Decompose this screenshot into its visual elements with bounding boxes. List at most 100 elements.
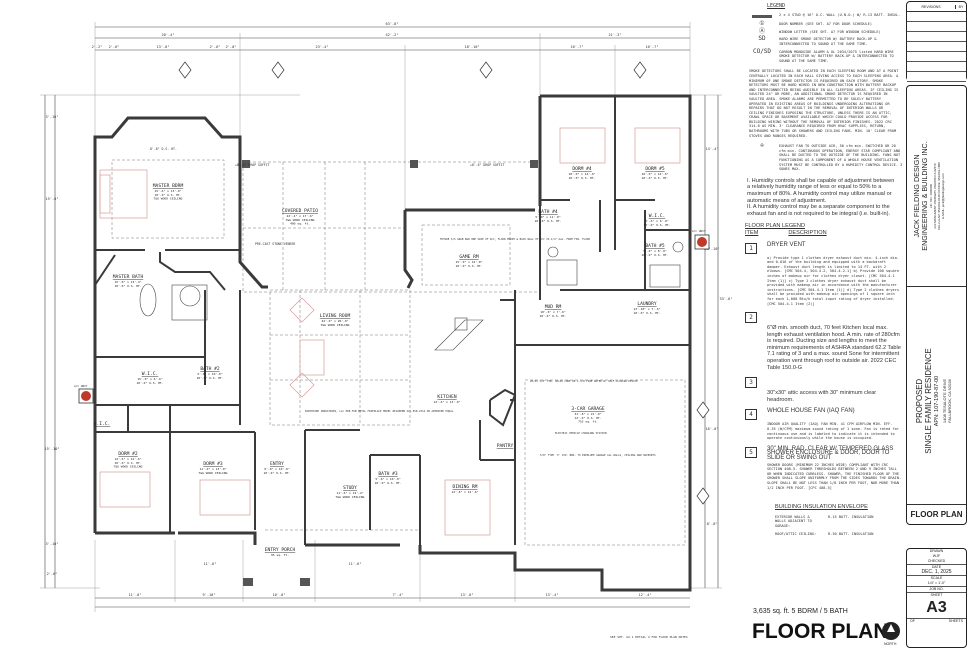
- room-detail: 10'-0" O.S. HT.: [263, 471, 290, 475]
- dimension-text: 42'-2": [386, 33, 399, 37]
- room-detail: 5'-0" x 11'-0": [535, 215, 560, 219]
- item-description: a) Provide type 1 clothes dryer exhaust …: [767, 255, 899, 306]
- room-detail: 6'-0" x 10'-0": [264, 467, 289, 471]
- room-detail: 10'-0" O.S. HT.: [643, 223, 670, 227]
- insulation-title: BUILDING INSULATION ENVELOPE: [775, 504, 868, 511]
- insulation-label: ROOF/ATTIC CEILING:: [775, 531, 817, 536]
- room-detail: 31'-8" x 21'-0": [574, 412, 601, 416]
- revisions-block: REVISIONS BY: [906, 1, 967, 82]
- room-detail: 15'-0" x 13'-4": [114, 280, 141, 284]
- description-column-header: DESCRIPTION: [788, 229, 827, 236]
- item-title: WHOLE HOUSE FAN (IAQ FAN): [767, 408, 855, 415]
- item-description: 30"x30" attic access with 30" minimum cl…: [767, 390, 877, 403]
- humidity-note-2: II. A humidity control may be a separate…: [747, 204, 891, 217]
- item-description: SHOWER DOORS (MINIMUM 22 INCHES WIDE) CO…: [767, 462, 902, 490]
- exterior-walls: [93, 94, 692, 592]
- furniture: [99, 127, 681, 536]
- dimension-text: 3'-10": [46, 115, 59, 119]
- item-description: 6"Ø min. smooth duct, 70 feet Kitchen lo…: [767, 325, 901, 371]
- item-description: INDOOR AIR QUALITY (IAQ) FAN MIN. 41 CFM…: [767, 422, 899, 441]
- dimension-text: 2'-6": [47, 572, 58, 576]
- dimension-text: 13'-4": [546, 593, 559, 597]
- dimension-text: 2'-0": [226, 45, 237, 49]
- room-label: STUDY: [343, 485, 357, 491]
- exhaust-fan-note: EXHAUST FAN TO OUTSIDE AIR, 50 cfm min. …: [779, 144, 903, 172]
- room-detail: 10'-0" O.S. HT.: [114, 461, 141, 465]
- room-detail: 10'-0" O.S. HT.: [154, 193, 181, 197]
- dimension-text: 14'-4": [706, 147, 719, 151]
- ev-charging-note: ELECTRIC VEHICLE CHARGING STATION: [555, 431, 607, 435]
- ac-unit-icons: [78, 234, 710, 404]
- room-label: DINING RM: [453, 484, 478, 490]
- stone-veneer-note: PRE-CAST STONE VENEER: [255, 242, 295, 246]
- sheet-number: A3: [926, 599, 947, 616]
- room-detail: T&G WOOD CEILING: [336, 495, 365, 499]
- drop-soffit-note-left: +8'-6" DROP SOFFIT: [235, 163, 270, 167]
- project-subtitle: SINGLE FAMILY RESIDENCE: [924, 348, 933, 454]
- room-label: MASTER BDRM: [153, 183, 184, 189]
- date-label: DATE: [931, 565, 942, 569]
- sheet-info-block: DRAWN WJF CHECKED DATE DEC. 1, 2025 SCAL…: [906, 548, 967, 648]
- sheets-label: SHEETS: [948, 619, 963, 623]
- ac-unit-label: A/C UNIT: [74, 384, 88, 388]
- room-detail: 400 sq. ft.: [290, 222, 310, 226]
- room-label: MUD RM: [545, 304, 562, 310]
- room-detail: 10'-0" O.S. HT.: [534, 219, 561, 223]
- room-detail: 15'-0" x 6'-6": [137, 377, 162, 381]
- dimension-text: 12'-4": [639, 593, 652, 597]
- room-label: KITCHEN: [437, 394, 457, 400]
- dimension-text: 16'-0": [706, 427, 719, 431]
- room-label: LIVING ROOM: [320, 313, 351, 319]
- interior-walls: [94, 96, 690, 545]
- legend-text: DOOR NUMBER (SEE SHT. A7 FOR DOOR SCHEDU…: [779, 22, 873, 27]
- room-label: BATH #3: [378, 471, 398, 477]
- room-detail: 10'-0" O.S. HT.: [641, 176, 668, 180]
- room-label: MASTER BATH: [113, 274, 144, 280]
- north-label: NORTH: [884, 642, 897, 646]
- firm-email: E-MAIL: jack@jfieldingdesign.com: [941, 173, 945, 219]
- insulation-label: EXTERIOR WALLS & WALLS ADJACENT TO GARAG…: [775, 514, 812, 528]
- room-detail: 10'-0" O.S. HT.: [568, 176, 595, 180]
- ac-unit-label: A/C UNIT: [692, 229, 706, 233]
- dimension-text: 2'-6": [109, 45, 120, 49]
- room-detail: 753 sq. ft.: [578, 420, 598, 424]
- room-detail: 15'-0" x 14'-8": [455, 260, 482, 264]
- room-label: W.I.C.: [142, 371, 159, 377]
- notes-panel: LEGEND 2 x 4 STUD @ 16" O.C. WALL (U.N.O…: [745, 0, 903, 600]
- legend-symbol-icon: SD: [758, 35, 766, 43]
- insulation-value: R-15 BATT. INSULATION: [828, 514, 874, 519]
- sheet-name: FLOOR PLAN: [907, 504, 966, 525]
- room-detail: 5'-0" x 10'-0": [197, 372, 222, 376]
- item-number: 4: [745, 409, 757, 421]
- firm-project-block: JACK FIELDING DESIGN ENGINEERING & BUILD…: [906, 85, 967, 525]
- dimension-lines: [40, 22, 722, 612]
- room-detail: 13'-10" x 7'-6": [633, 307, 660, 311]
- room-label: DORM #5: [645, 166, 665, 172]
- room-detail: 10'-0" O.S. HT.: [136, 381, 163, 385]
- room-label: LAUNDRY: [637, 301, 657, 307]
- room-detail: 5'-6" x 10'-0": [375, 477, 400, 481]
- of-label: OF: [910, 619, 915, 623]
- garage-door-note: 20/45 3/8" THK. SOLID CORE OR 1-3/8 FIRE…: [530, 379, 638, 383]
- room-detail: T&G WOOD CEILING: [286, 218, 315, 222]
- dimension-text: 10'-0": [273, 593, 286, 597]
- room-label: W.I.C.: [94, 421, 111, 427]
- room-label: DORM #3: [203, 461, 223, 467]
- section-markers: [178, 61, 710, 505]
- room-detail: 22'-4" x 17'-6": [286, 214, 313, 218]
- dimension-text: 23'-10": [704, 247, 719, 251]
- room-label: BATH #4: [538, 209, 558, 215]
- room-label: GAME RM: [459, 254, 479, 260]
- humidity-note-1: I. Humidity controls shall be capable of…: [747, 177, 895, 204]
- item-number: 3: [745, 377, 757, 389]
- firm-name-2: ENGINEERING & BUILDING INC.: [920, 141, 929, 251]
- sheet-label: SHEET: [930, 593, 943, 597]
- drawn-label: DRAWN: [929, 549, 944, 553]
- legend-symbol-icon: Ⓐ: [758, 27, 765, 35]
- project-title: PROPOSED: [915, 378, 924, 424]
- insulation-row: ROOF/ATTIC CEILING:R-30 BATT. INSULATION: [775, 532, 903, 537]
- room-label: ENTRY PORCH: [265, 547, 296, 553]
- room-detail: 95 sq. ft.: [271, 553, 289, 557]
